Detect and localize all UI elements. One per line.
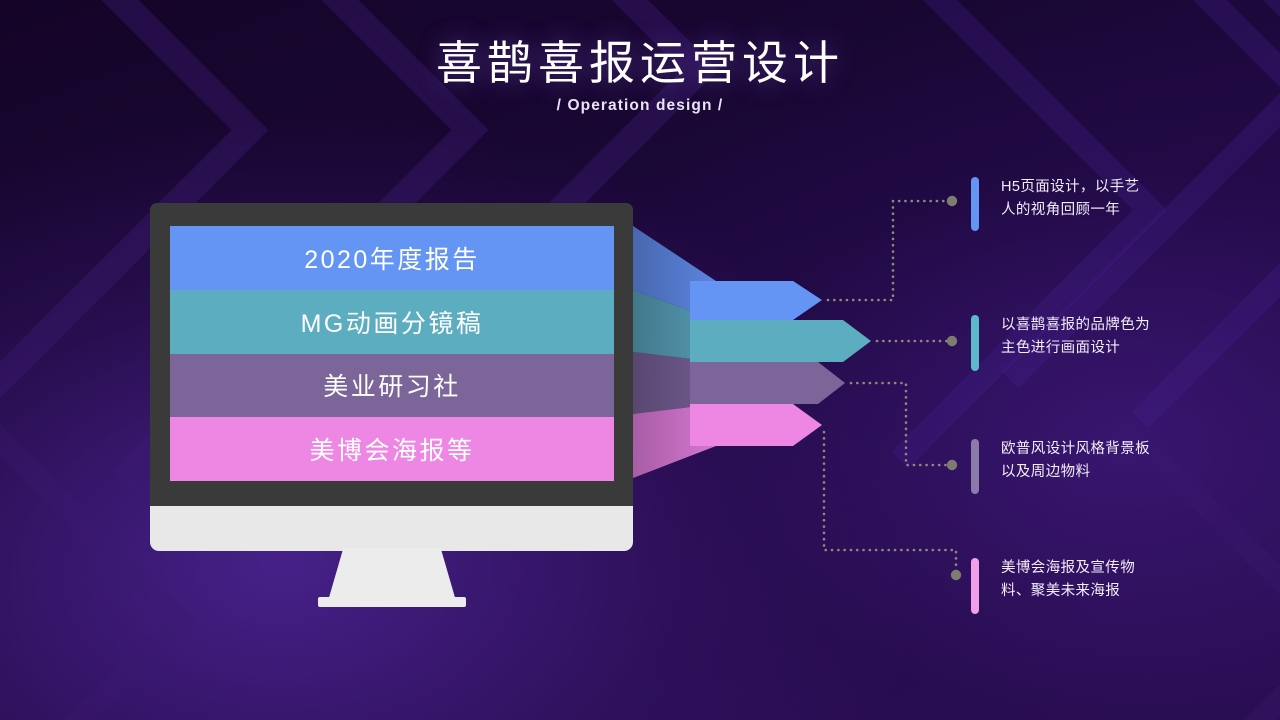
screen-row-3-label: 美业研习社 [323,373,461,402]
page-subtitle: / Operation design / [556,97,724,115]
screen-row-3[interactable]: 美业研习社 [170,353,614,418]
monitor-stand [328,548,456,601]
callout-4-pill [971,558,979,614]
callout-1[interactable]: H5页面设计，以手艺人的视角回顾一年 [971,176,1153,231]
arrow-2-teal [690,320,871,362]
arrow-1-blue [690,281,822,320]
screen-row-2[interactable]: MG动画分镜稿 [170,289,614,354]
screen-row-1[interactable]: 2020年度报告 [170,226,614,290]
title-block: 喜鹊喜报运营设计 / Operation design / [0,36,1280,115]
arrow-4-pink [690,404,822,446]
connector-dot-2 [946,335,958,347]
callout-4[interactable]: 美博会海报及宣传物料、聚美未来海报 [971,557,1153,614]
callout-2-pill [971,315,979,371]
monitor-chassis [150,506,633,551]
callout-3-text: 欧普风设计风格背景板以及周边物料 [1001,441,1150,481]
screen-row-4[interactable]: 美博会海报等 [170,417,614,481]
connector-end-dots [946,195,962,581]
monitor: 2020年度报告 MG动画分镜稿 美业研习社 美博会海报等 [150,203,633,607]
callout-2-text: 以喜鹊喜报的品牌色为主色进行画面设计 [1001,317,1150,357]
connector-dot-3 [946,459,958,471]
monitor-foot [318,597,466,607]
monitor-screen: 2020年度报告 MG动画分镜稿 美业研习社 美博会海报等 [170,226,614,481]
connector-path-3 [849,381,951,467]
callout-4-text: 美博会海报及宣传物料、聚美未来海报 [1001,560,1136,600]
connector-path-4 [822,430,958,573]
arrow-taper-wedges [633,226,716,478]
screen-row-2-label: MG动画分镜稿 [300,309,484,338]
page-title: 喜鹊喜报运营设计 [436,37,844,89]
connector-dot-1 [946,195,958,207]
connector-path-1 [826,199,951,302]
arrow-3-purple [690,362,845,404]
screen-row-1-label: 2020年度报告 [304,245,480,274]
callout-2[interactable]: 以喜鹊喜报的品牌色为主色进行画面设计 [971,314,1153,371]
screen-row-4-label: 美博会海报等 [309,437,475,466]
callout-1-text: H5页面设计，以手艺人的视角回顾一年 [1001,179,1140,219]
connector-dot-4 [950,569,962,581]
callout-1-pill [971,177,979,231]
callout-3-pill [971,439,979,494]
callout-3[interactable]: 欧普风设计风格背景板以及周边物料 [971,438,1153,494]
